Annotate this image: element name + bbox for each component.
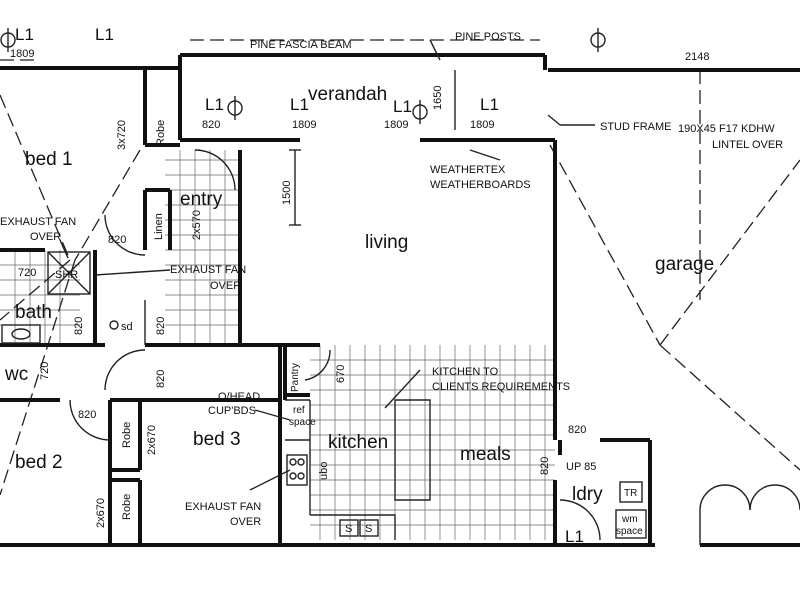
burner [297,458,305,466]
window-symbols [0,28,606,124]
smoke-detector-label: sd [121,321,133,333]
sink-label: S [345,523,352,535]
dim-1500: 1500 [281,181,293,205]
dim-2x670: 2x670 [146,425,158,455]
entry-tile-grid [165,150,240,345]
fridge-space-label: ref [293,405,305,416]
room-garage: garage [655,254,714,275]
window-code: L1 [565,527,584,546]
trough-label: TR [624,488,637,499]
walls [0,53,800,547]
leader-lines [59,39,595,491]
window-dim: 1809 [470,119,494,131]
exhaust-fan-label: EXHAUST FAN [185,501,261,513]
robe-label: Robe [121,494,133,520]
window-code: L1 [15,25,34,44]
door-820-label: 820 [568,424,586,436]
dim-3x720: 3x720 [116,120,128,150]
trough [619,481,643,503]
kitchen-note-label: KITCHEN TO [432,366,499,378]
burner [297,472,305,480]
weathertex-label: WEATHERTEX [430,164,506,176]
shower-cross [47,251,91,295]
burner [289,472,297,480]
door-820-label: 820 [73,317,85,335]
room-meals: meals [460,444,511,465]
room-verandah: verandah [308,84,387,105]
room-entry: entry [180,189,223,210]
step-label: UP 85 [566,461,596,473]
window-dim: 820 [202,119,220,131]
sink-bowl-2 [359,519,379,537]
exhaust-fan-over-label: OVER [30,231,61,243]
dim-720: 720 [18,267,36,279]
linen-label: Linen [153,213,165,240]
door-820-label: 820 [155,370,167,388]
exhaust-fan-label: EXHAUST FAN [0,216,76,228]
roof-lines [0,39,800,496]
wm-space-label: space [616,526,643,537]
room-living: living [365,232,408,253]
window-dim: 1809 [292,119,316,131]
room-kitchen: kitchen [328,432,388,453]
window-code: L1 [393,97,412,116]
sink-label: S [365,523,372,535]
dim-1650: 1650 [432,86,444,110]
shower-base [47,251,91,295]
dim-670: 670 [335,365,347,383]
room-bath: bath [15,302,52,323]
room-wc: wc [4,364,28,385]
window-code: L1 [95,25,114,44]
window-dim: 1809 [384,119,408,131]
ubo-label: ubo [318,462,330,480]
kitchen-note-label: CLIENTS REQUIREMENTS [432,381,570,393]
stud-frame-label: STUD FRAME [600,121,672,133]
door-820-label: 820 [78,409,96,421]
room-bed-1: bed 1 [25,149,73,170]
overhead-cupboards-label: O/HEAD [218,391,260,403]
window-dim: 1809 [10,48,34,60]
pine-fascia-beam-label: PINE FASCIA BEAM [250,39,351,51]
cooktop [286,454,308,486]
robe-label: Robe [155,120,167,146]
overhead-cupboards-label: CUP'BDS [208,405,256,417]
kitchen-tile-grid [310,345,555,540]
pine-posts-label: PINE POSTS [455,31,521,43]
exhaust-fan-over-label: OVER [230,516,261,528]
room-bed-2: bed 2 [15,452,63,473]
weatherboards-label: WEATHERBOARDS [430,179,531,191]
shower-label: SHR [55,269,78,281]
burner [289,458,297,466]
dim-2148-label: 2148 [685,51,709,63]
exhaust-fan-label: EXHAUST FAN [170,264,246,276]
door-820-label: 820 [108,234,126,246]
window-code: L1 [480,95,499,114]
dim-2x670: 2x670 [95,498,107,528]
fridge-space-label: space [289,417,316,428]
lintel-spec-label: 190X45 F17 KDHW [678,123,775,135]
window-code: L1 [290,95,309,114]
basin [1,324,41,344]
garage-door-arc [749,484,800,511]
window-code: L1 [205,95,224,114]
robe-label: Robe [121,422,133,448]
exhaust-fan-over-label: OVER [210,280,241,292]
room-bed-3: bed 3 [193,429,241,450]
pantry-label: Pantry [290,363,301,392]
garage-door-arc [699,484,751,511]
door-820-label: 820 [155,317,167,335]
door-swings [69,149,601,541]
dim-2x570: 2x570 [191,210,203,240]
basin-bowl [11,328,31,340]
room-ldry: ldry [572,484,603,505]
door-820-label: 820 [539,457,551,475]
wm-space-box [615,509,647,539]
dim-720: 720 [39,362,51,380]
sink-bowl-1 [339,519,359,537]
lintel-over-label: LINTEL OVER [712,139,783,151]
wm-label: wm [621,514,638,525]
smoke-detector-icon [109,320,119,330]
